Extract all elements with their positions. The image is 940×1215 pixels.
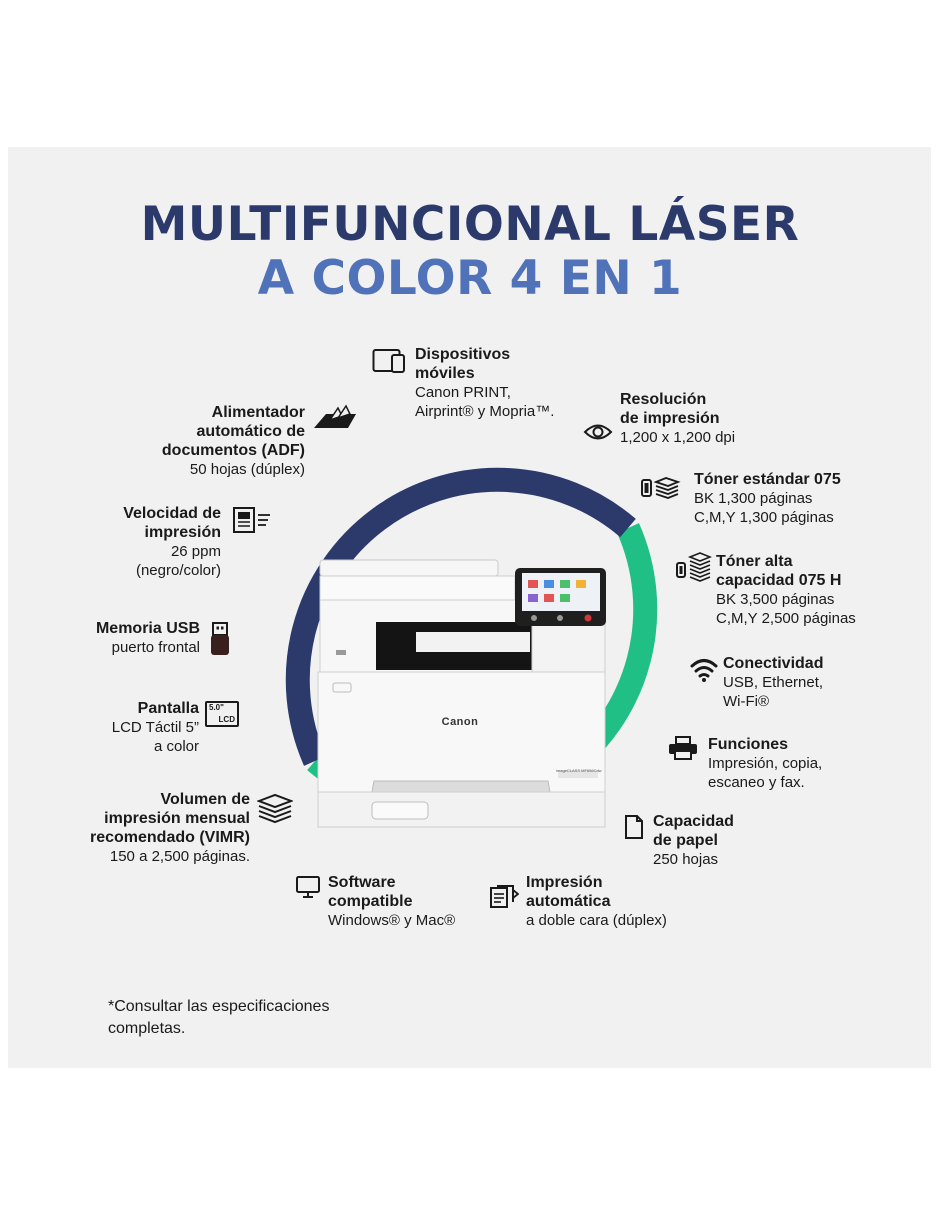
print-speed-icon bbox=[232, 506, 272, 534]
touchscreen-icon: 5.0" LCD bbox=[205, 701, 239, 727]
printer-model: imageCLASS MF656Cdw bbox=[556, 768, 602, 773]
title-line-2: A COLOR 4 EN 1 bbox=[257, 251, 683, 306]
duplex-icon bbox=[489, 884, 519, 908]
eye-icon bbox=[583, 421, 613, 443]
monitor-icon bbox=[295, 875, 321, 899]
printer-illustration bbox=[317, 559, 606, 828]
document-feeder-icon bbox=[312, 404, 358, 430]
feature-connectivity: Conectividad USB, Ethernet, Wi-Fi® bbox=[723, 655, 824, 710]
title-line-1: MULTIFUNCIONAL LÁSER bbox=[140, 197, 800, 252]
feature-usb: Memoria USB puerto frontal bbox=[95, 620, 200, 656]
feature-mobile: Dispositivos móviles Canon PRINT, Airpri… bbox=[415, 346, 555, 420]
feature-toner-high: Tóner alta capacidad 075 H BK 3,500 pági… bbox=[716, 553, 856, 627]
wifi-icon bbox=[690, 656, 718, 682]
feature-functions: Funciones Impresión, copia, escaneo y fa… bbox=[708, 736, 823, 791]
feature-toner-standard: Tóner estándar 075 BK 1,300 páginas C,M,… bbox=[694, 471, 841, 526]
screen-badge-lcd: LCD bbox=[218, 715, 235, 724]
paper-stack-icon bbox=[257, 793, 293, 827]
ring-navy-arc bbox=[285, 467, 636, 766]
toner-high-icon bbox=[676, 551, 712, 583]
toner-icon bbox=[640, 476, 682, 500]
tablet-phone-icon bbox=[372, 348, 406, 374]
printer-brand: Canon bbox=[441, 716, 479, 728]
feature-screen: Pantalla LCD Táctil 5” a color bbox=[111, 700, 199, 755]
screen-badge-size: 5.0" bbox=[209, 703, 224, 712]
footnote: *Consultar las especificaciones completa… bbox=[108, 998, 330, 1037]
feature-speed: Velocidad de impresión 26 ppm (negro/col… bbox=[123, 505, 221, 579]
feature-resolution: Resolución de impresión 1,200 x 1,200 dp… bbox=[620, 391, 736, 446]
feature-software: Software compatible Windows® y Mac® bbox=[328, 874, 456, 929]
printer-icon bbox=[668, 736, 698, 760]
feature-paper: Capacidad de papel 250 hojas bbox=[653, 813, 734, 868]
usb-icon bbox=[210, 621, 230, 657]
feature-volume: Volumen de impresión mensual recomendado… bbox=[89, 791, 250, 865]
feature-duplex: Impresión automática a doble cara (dúple… bbox=[526, 874, 667, 929]
feature-adf: Alimentador automático de documentos (AD… bbox=[161, 404, 305, 478]
paper-sheet-icon bbox=[624, 814, 644, 840]
